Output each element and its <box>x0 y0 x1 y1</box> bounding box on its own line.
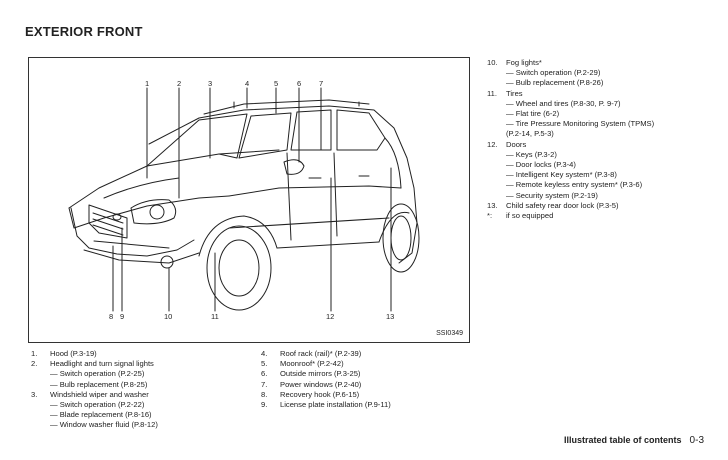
page-title: EXTERIOR FRONT <box>25 24 143 39</box>
callout-numbers-bottom: 8 9 10 11 12 13 <box>109 312 394 321</box>
legend-subitem: — Window washer fluid (P.8-12) <box>50 420 158 430</box>
legend-subitem: — Switch operation (P.2-22) <box>50 400 145 410</box>
legend-item: 12. Doors— Keys (P.3-2)— Door locks (P.3-… <box>487 140 722 201</box>
legend-subitem: — Switch operation (P.2-29) <box>506 68 601 78</box>
legend-item-title: if so equipped <box>506 211 554 221</box>
legend-subitem: — Tire Pressure Monitoring System (TPMS) <box>506 119 655 129</box>
legend-item: 8. Recovery hook (P.6-15) <box>261 390 476 400</box>
legend-subitem: — Security system (P.2-19) <box>506 190 598 200</box>
callout-8: 8 <box>109 312 113 321</box>
callout-1: 1 <box>145 79 149 88</box>
legend-item: 3. Windshield wiper and washer— Switch op… <box>31 390 246 431</box>
legend-subitem: (P.2-14, P.5-3) <box>506 129 554 139</box>
legend-item: 6. Outside mirrors (P.3-25) <box>261 369 476 379</box>
legend-item-title: Recovery hook (P.6-15) <box>280 389 360 399</box>
legend-item: 1. Hood (P.3-19) <box>31 349 246 359</box>
legend-item-number: 1. <box>31 349 38 358</box>
vehicle-exterior-figure: 1 2 3 4 5 6 7 8 9 10 11 12 13 SSI0349 <box>28 57 470 343</box>
legend-item-title: License plate installation (P.9-11) <box>280 400 391 410</box>
legend-item-title: Child safety rear door lock (P.3-5) <box>506 200 619 210</box>
callout-12: 12 <box>326 312 334 321</box>
legend-item-title: Doors <box>506 139 527 149</box>
legend-item-number: 8. <box>261 389 268 399</box>
legend-item-number: 12. <box>487 139 498 149</box>
legend-item: 7. Power windows (P.2-40) <box>261 380 476 390</box>
callout-numbers-top: 1 2 3 4 5 6 7 <box>145 79 323 88</box>
legend-item: 5. Moonroof* (P.2-42) <box>261 359 476 369</box>
legend-item-number: 10. <box>487 58 498 67</box>
vehicle-illustration: 1 2 3 4 5 6 7 8 9 10 11 12 13 <box>68 79 420 321</box>
legend-item-number: 6. <box>261 369 268 379</box>
callout-7: 7 <box>319 79 323 88</box>
callout-11: 11 <box>211 312 219 321</box>
callout-5: 5 <box>274 79 278 88</box>
callout-2: 2 <box>177 79 181 88</box>
legend-item-title: Moonroof* (P.2-42) <box>280 359 344 369</box>
legend-middle-column: 4. Roof rack (rail)* (P.2-39) 5. Moonroof* … <box>261 349 476 410</box>
legend-subitem: — Intelligent Key system* (P.3-8) <box>506 170 617 180</box>
legend-item-number: 2. <box>31 359 38 369</box>
legend-item: 4. Roof rack (rail)* (P.2-39) <box>261 349 476 359</box>
footer-section-title: Illustrated table of contents <box>564 435 682 445</box>
legend-left-column: 1. Hood (P.3-19) 2. Headlight and turn sign… <box>31 349 246 431</box>
legend-item-number: 11. <box>487 88 497 98</box>
legend-item-title: Fog lights* <box>506 58 542 67</box>
legend-item-number: 5. <box>261 359 268 369</box>
page-footer: Illustrated table of contents 0-3 <box>564 435 704 446</box>
legend-item-title: Windshield wiper and washer <box>50 389 149 399</box>
legend-item-title: Roof rack (rail)* (P.2-39) <box>280 349 362 358</box>
legend-item: 11. Tires— Wheel and tires (P.8-30, P. 9-… <box>487 89 722 140</box>
callout-4: 4 <box>245 79 249 88</box>
legend-item-number: 4. <box>261 349 268 358</box>
legend-item-number: 7. <box>261 379 268 389</box>
page-number: 0-3 <box>689 435 704 446</box>
legend-item: *: if so equipped <box>487 211 722 221</box>
legend-item-title: Power windows (P.2-40) <box>280 379 362 389</box>
legend-item-number: 9. <box>261 400 268 410</box>
legend-right-column: 10. Fog lights*— Switch operation (P.2-29… <box>487 58 722 221</box>
callout-9: 9 <box>120 312 124 321</box>
legend-item-number: *: <box>487 211 493 221</box>
callout-6: 6 <box>297 79 301 88</box>
legend-item: 2. Headlight and turn signal lights— Swit… <box>31 359 246 390</box>
legend-item-title: Tires <box>506 88 523 98</box>
legend-subitem: — Bulb replacement (P.8-26) <box>506 78 604 88</box>
legend-item: 13. Child safety rear door lock (P.3-5) <box>487 201 722 211</box>
legend-item-number: 13. <box>487 200 498 210</box>
legend-subitem: — Bulb replacement (P.8-25) <box>50 379 148 389</box>
legend-item: 9. License plate installation (P.9-11) <box>261 400 476 410</box>
legend-subitem: — Remote keyless entry system* (P.3-6) <box>506 180 643 190</box>
callout-10: 10 <box>164 312 172 321</box>
legend-subitem: — Door locks (P.3-4) <box>506 160 576 170</box>
legend-subitem: — Blade replacement (P.8-16) <box>50 410 152 420</box>
legend-subitem: — Keys (P.3-2) <box>506 149 557 159</box>
legend-item-title: Headlight and turn signal lights <box>50 359 154 369</box>
legend-subitem: — Flat tire (6-2) <box>506 109 560 119</box>
callout-3: 3 <box>208 79 212 88</box>
callout-13: 13 <box>386 312 394 321</box>
legend-item: 10. Fog lights*— Switch operation (P.2-29… <box>487 58 722 89</box>
legend-item-title: Hood (P.3-19) <box>50 349 97 358</box>
legend-subitem: — Switch operation (P.2-25) <box>50 369 145 379</box>
legend-item-title: Outside mirrors (P.3-25) <box>280 369 361 379</box>
legend-item-number: 3. <box>31 389 38 399</box>
figure-code: SSI0349 <box>436 330 463 337</box>
legend-subitem: — Wheel and tires (P.8-30, P. 9-7) <box>506 98 621 108</box>
